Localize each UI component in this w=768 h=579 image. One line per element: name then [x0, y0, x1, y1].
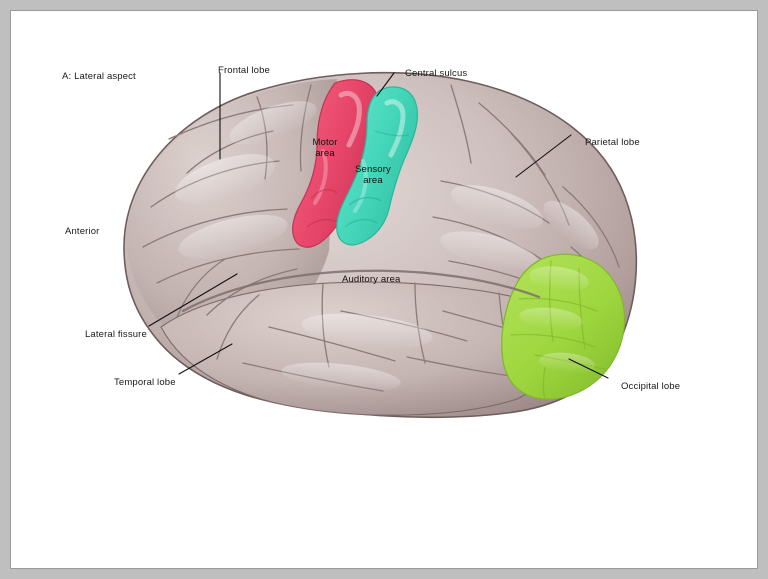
occipital-lobe-region: [501, 253, 626, 400]
label-occipital-lobe: Occipital lobe: [621, 381, 681, 392]
figure-canvas: A: Lateral aspect Frontal lobe Central s…: [11, 11, 757, 568]
gyri-highlights: [175, 101, 599, 392]
label-lateral-fissure: Lateral fissure: [85, 329, 147, 340]
label-auditory-area: Auditory area: [342, 274, 401, 285]
label-sensory-area: Sensory area: [355, 164, 391, 186]
brain-lateral-aspect-illustration: A: Lateral aspect Frontal lobe Central s…: [11, 11, 757, 568]
label-parietal-lobe: Parietal lobe: [585, 137, 640, 148]
lateral-fissure-groove: [181, 269, 541, 313]
label-frontal-lobe: Frontal lobe: [218, 65, 270, 76]
leader-occipital-lobe: [568, 358, 609, 379]
label-temporal-lobe: Temporal lobe: [114, 377, 176, 388]
leader-central-sulcus: [376, 72, 395, 97]
label-anterior: Anterior: [65, 226, 100, 237]
leader-lines: [148, 72, 609, 379]
label-central-sulcus: Central sulcus: [405, 68, 468, 79]
panel-caption: A: Lateral aspect: [62, 71, 136, 82]
brain-diagram-svg: [123, 71, 638, 419]
leader-parietal-lobe: [515, 134, 572, 178]
leader-temporal-lobe: [178, 343, 233, 375]
leader-lateral-fissure: [148, 273, 238, 327]
sensory-area-region: [336, 86, 419, 246]
label-motor-area: Motor area: [312, 137, 338, 159]
